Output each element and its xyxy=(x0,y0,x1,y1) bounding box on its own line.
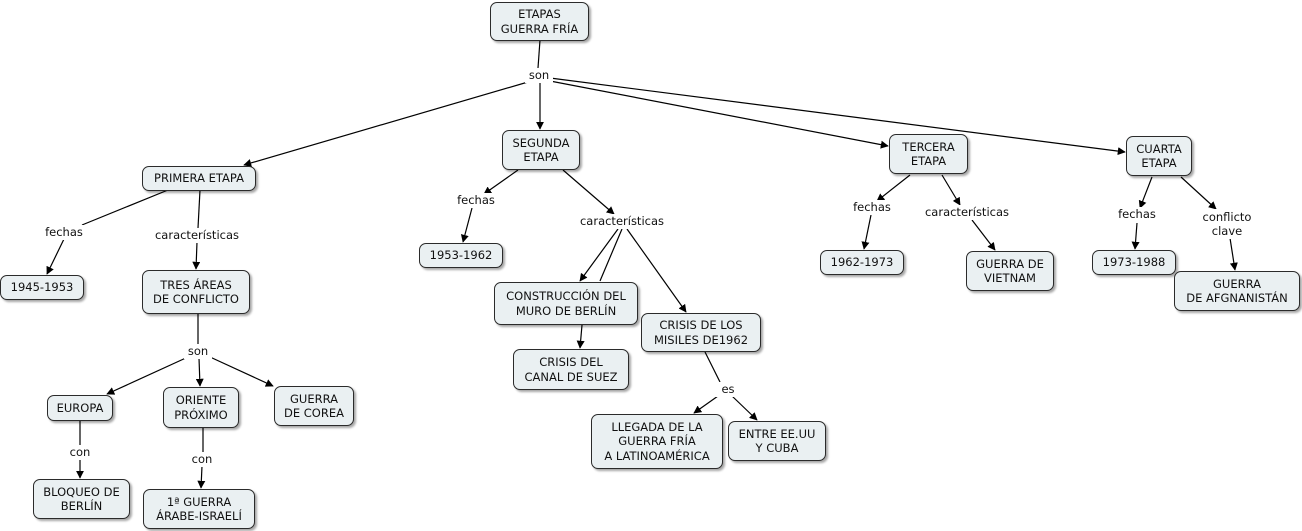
link-con-arabe xyxy=(197,465,206,489)
concept-oriente-proximo[interactable]: ORIENTE PRÓXIMO xyxy=(163,387,239,428)
link-fechas-1973 xyxy=(1131,222,1140,250)
link-caract-muro-b xyxy=(599,228,623,282)
link-primera-caract xyxy=(197,189,201,229)
concept-etapas-guerra-fria[interactable]: ETAPAS GUERRA FRÍA xyxy=(490,2,589,41)
linking-phrase-fechas-segunda: fechas xyxy=(452,193,500,208)
link-son-cuarta xyxy=(549,77,1126,156)
link-segunda-fechas xyxy=(483,169,519,195)
link-cuarta-conflicto xyxy=(1180,176,1217,210)
link-son-tercera xyxy=(549,80,889,149)
link-son-primera xyxy=(243,81,529,167)
link-es-eeuu xyxy=(731,395,758,421)
link-segunda-caract xyxy=(562,169,615,215)
link-tercera-caract xyxy=(941,174,961,206)
concept-1953-1962[interactable]: 1953-1962 xyxy=(419,243,503,268)
link-cuarta-fechas xyxy=(1138,176,1153,209)
concept-europa[interactable]: EUROPA xyxy=(47,395,113,421)
linking-phrase-son-root: son xyxy=(525,68,553,83)
link-es-llegada xyxy=(693,395,719,414)
concept-1945-1953[interactable]: 1945-1953 xyxy=(0,275,84,300)
linking-phrase-fechas-cuarta: fechas xyxy=(1113,207,1161,222)
link-caract-tres xyxy=(192,241,201,270)
link-son-oriente xyxy=(195,357,204,387)
linking-phrase-caracteristicas-segunda: características xyxy=(574,214,670,229)
concept-primera-etapa[interactable]: PRIMERA ETAPA xyxy=(142,166,256,191)
concept-llegada-guerra-fria-latinoamerica[interactable]: LLEGADA DE LA GUERRA FRÍA A LATINOAMÉRIC… xyxy=(591,414,723,469)
concept-1962-1973[interactable]: 1962-1973 xyxy=(820,250,904,275)
concept-construccion-muro-berlin[interactable]: CONSTRUCCIÓN DEL MURO DE BERLÍN xyxy=(494,282,638,325)
concept-cuarta-etapa[interactable]: CUARTA ETAPA xyxy=(1126,136,1192,176)
linking-phrase-con-europa: con xyxy=(66,445,94,460)
concept-segunda-etapa[interactable]: SEGUNDA ETAPA xyxy=(502,130,580,170)
concept-guerra-de-afganistan[interactable]: GUERRA DE AFGNANISTÁN xyxy=(1174,271,1300,311)
linking-phrase-fechas-tercera: fechas xyxy=(848,200,896,215)
link-fechas-1962 xyxy=(861,214,872,250)
concept-tercera-etapa[interactable]: TERCERA ETAPA xyxy=(889,134,968,174)
linking-phrase-fechas-primera: fechas xyxy=(40,225,88,240)
linking-phrase-caracteristicas-tercera: características xyxy=(919,205,1015,220)
link-caract-muro-a xyxy=(579,228,619,282)
link-fechas-1945 xyxy=(46,238,65,275)
concept-guerra-de-corea[interactable]: GUERRA DE COREA xyxy=(274,386,354,426)
link-son-corea xyxy=(209,356,274,387)
link-caract-misiles xyxy=(626,228,687,313)
concept-guerra-de-vietnam[interactable]: GUERRA DE VIETNAM xyxy=(966,251,1054,291)
concept-bloqueo-de-berlin[interactable]: BLOQUEO DE BERLÍN xyxy=(33,479,130,519)
link-tercera-fechas xyxy=(876,174,911,202)
linking-phrase-conflicto-clave: conflicto clave xyxy=(1194,209,1260,239)
linking-phrase-con-oriente: con xyxy=(188,452,216,467)
link-caract-vietnam xyxy=(971,219,996,251)
link-misiles-es xyxy=(704,351,721,383)
linking-phrase-es: es xyxy=(714,382,742,397)
link-conflicto-afgan xyxy=(1229,237,1238,271)
concept-tres-areas-de-conflicto[interactable]: TRES ÁREAS DE CONFLICTO xyxy=(142,270,250,314)
link-son-europa xyxy=(106,356,189,395)
link-primera-fechas xyxy=(81,189,169,226)
concept-crisis-canal-de-suez[interactable]: CRISIS DEL CANAL DE SUEZ xyxy=(513,349,629,390)
concept-primera-guerra-arabe-israeli[interactable]: 1ª GUERRA ÁRABE-ISRAELÍ xyxy=(143,489,255,529)
concept-entre-eeuu-y-cuba[interactable]: ENTRE EE.UU Y CUBA xyxy=(728,421,826,461)
linking-phrase-son-areas: son xyxy=(184,344,212,359)
link-root-son xyxy=(537,39,541,69)
concept-1973-1988[interactable]: 1973-1988 xyxy=(1092,250,1176,275)
linking-phrase-caracteristicas-primera: características xyxy=(149,228,245,243)
link-fechas-1953 xyxy=(460,207,473,243)
concept-crisis-de-los-misiles[interactable]: CRISIS DE LOS MISILES DE1962 xyxy=(641,313,761,352)
link-muro-suez xyxy=(576,324,585,349)
